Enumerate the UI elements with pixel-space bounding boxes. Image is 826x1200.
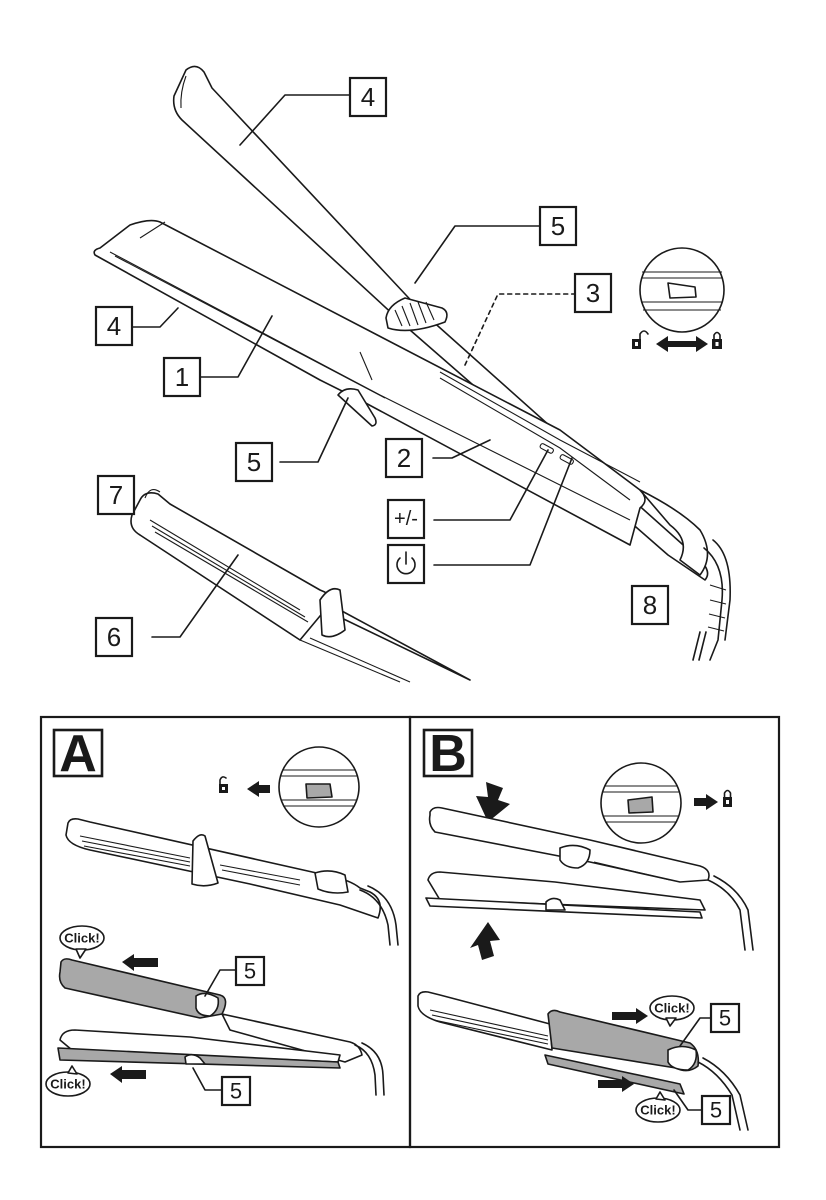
curler-assembled	[65, 818, 399, 946]
curler-assembled	[417, 991, 749, 1131]
callout-leaders	[131, 94, 576, 638]
svg-text:8: 8	[643, 590, 657, 620]
svg-text:Click!: Click!	[64, 931, 99, 946]
svg-text:5: 5	[230, 1079, 242, 1104]
svg-text:2: 2	[397, 443, 411, 473]
arrow-right-icon	[598, 1076, 634, 1092]
svg-text:+/-: +/-	[394, 508, 418, 530]
arrow-up-icon	[470, 922, 500, 960]
svg-text:Click!: Click!	[654, 1001, 689, 1016]
click-bubble: Click!	[45, 1065, 91, 1097]
lock-icon	[723, 789, 732, 807]
arrow-right-icon	[612, 1008, 648, 1024]
callout-display: 2	[384, 437, 424, 479]
svg-text:6: 6	[107, 622, 121, 652]
callout-curler-barrel: 6	[94, 616, 134, 658]
callout-body: 1	[162, 356, 202, 398]
svg-text:5: 5	[244, 959, 256, 984]
panel-a-title: A	[59, 725, 97, 783]
svg-text:Click!: Click!	[640, 1103, 675, 1118]
panel-b: B	[408, 715, 781, 1149]
unlock-icon	[632, 330, 649, 349]
lock-switch-detail	[639, 247, 725, 333]
callout-lock-switch: 3	[573, 272, 613, 314]
svg-text:4: 4	[361, 82, 375, 112]
lower-body	[425, 871, 754, 951]
svg-text:5: 5	[719, 1006, 731, 1031]
click-bubble: Click!	[649, 995, 695, 1027]
click-bubble: Click!	[59, 925, 105, 959]
svg-text:1: 1	[175, 362, 189, 392]
svg-text:4: 4	[107, 311, 121, 341]
lock-switch-detail	[600, 762, 682, 844]
svg-text:5: 5	[247, 447, 261, 477]
arrow-left-icon	[122, 954, 158, 971]
curler-attachment	[130, 489, 471, 683]
lock-switch-detail	[278, 746, 360, 828]
callout-cord: 8	[630, 584, 670, 626]
click-bubble: Click!	[635, 1091, 681, 1123]
callout-lower-plate: 4	[94, 305, 134, 347]
lock-legend	[632, 330, 722, 352]
callout-temp-button: +/-	[386, 498, 426, 540]
callout-power-button	[386, 543, 426, 585]
lower-plate-removed	[57, 1029, 385, 1096]
lock-icon	[712, 331, 722, 349]
arrow-down-icon	[476, 782, 510, 822]
svg-text:7: 7	[109, 480, 123, 510]
arrow-left-icon	[110, 1066, 146, 1083]
lower-body	[93, 219, 731, 661]
svg-text:5: 5	[710, 1098, 722, 1123]
panel-a: A	[39, 715, 412, 1149]
power-icon	[396, 551, 416, 575]
overview-diagram: 4 5 3 4 1 5 2 7	[93, 65, 731, 683]
callout-curler-tip: 7	[96, 474, 136, 516]
callout-upper-slider: 5	[538, 205, 578, 247]
upper-plate	[428, 806, 710, 883]
callout-lower-slider: 5	[234, 441, 274, 483]
unlock-icon	[219, 776, 228, 793]
callout-upper-plate: 4	[348, 76, 388, 118]
panel-b-title: B	[429, 725, 467, 783]
svg-text:Click!: Click!	[50, 1077, 85, 1092]
arrow-left-icon	[247, 781, 270, 797]
arrow-right-icon	[694, 794, 718, 810]
svg-text:5: 5	[551, 211, 565, 241]
svg-text:3: 3	[586, 278, 600, 308]
double-arrow-icon	[656, 336, 708, 352]
